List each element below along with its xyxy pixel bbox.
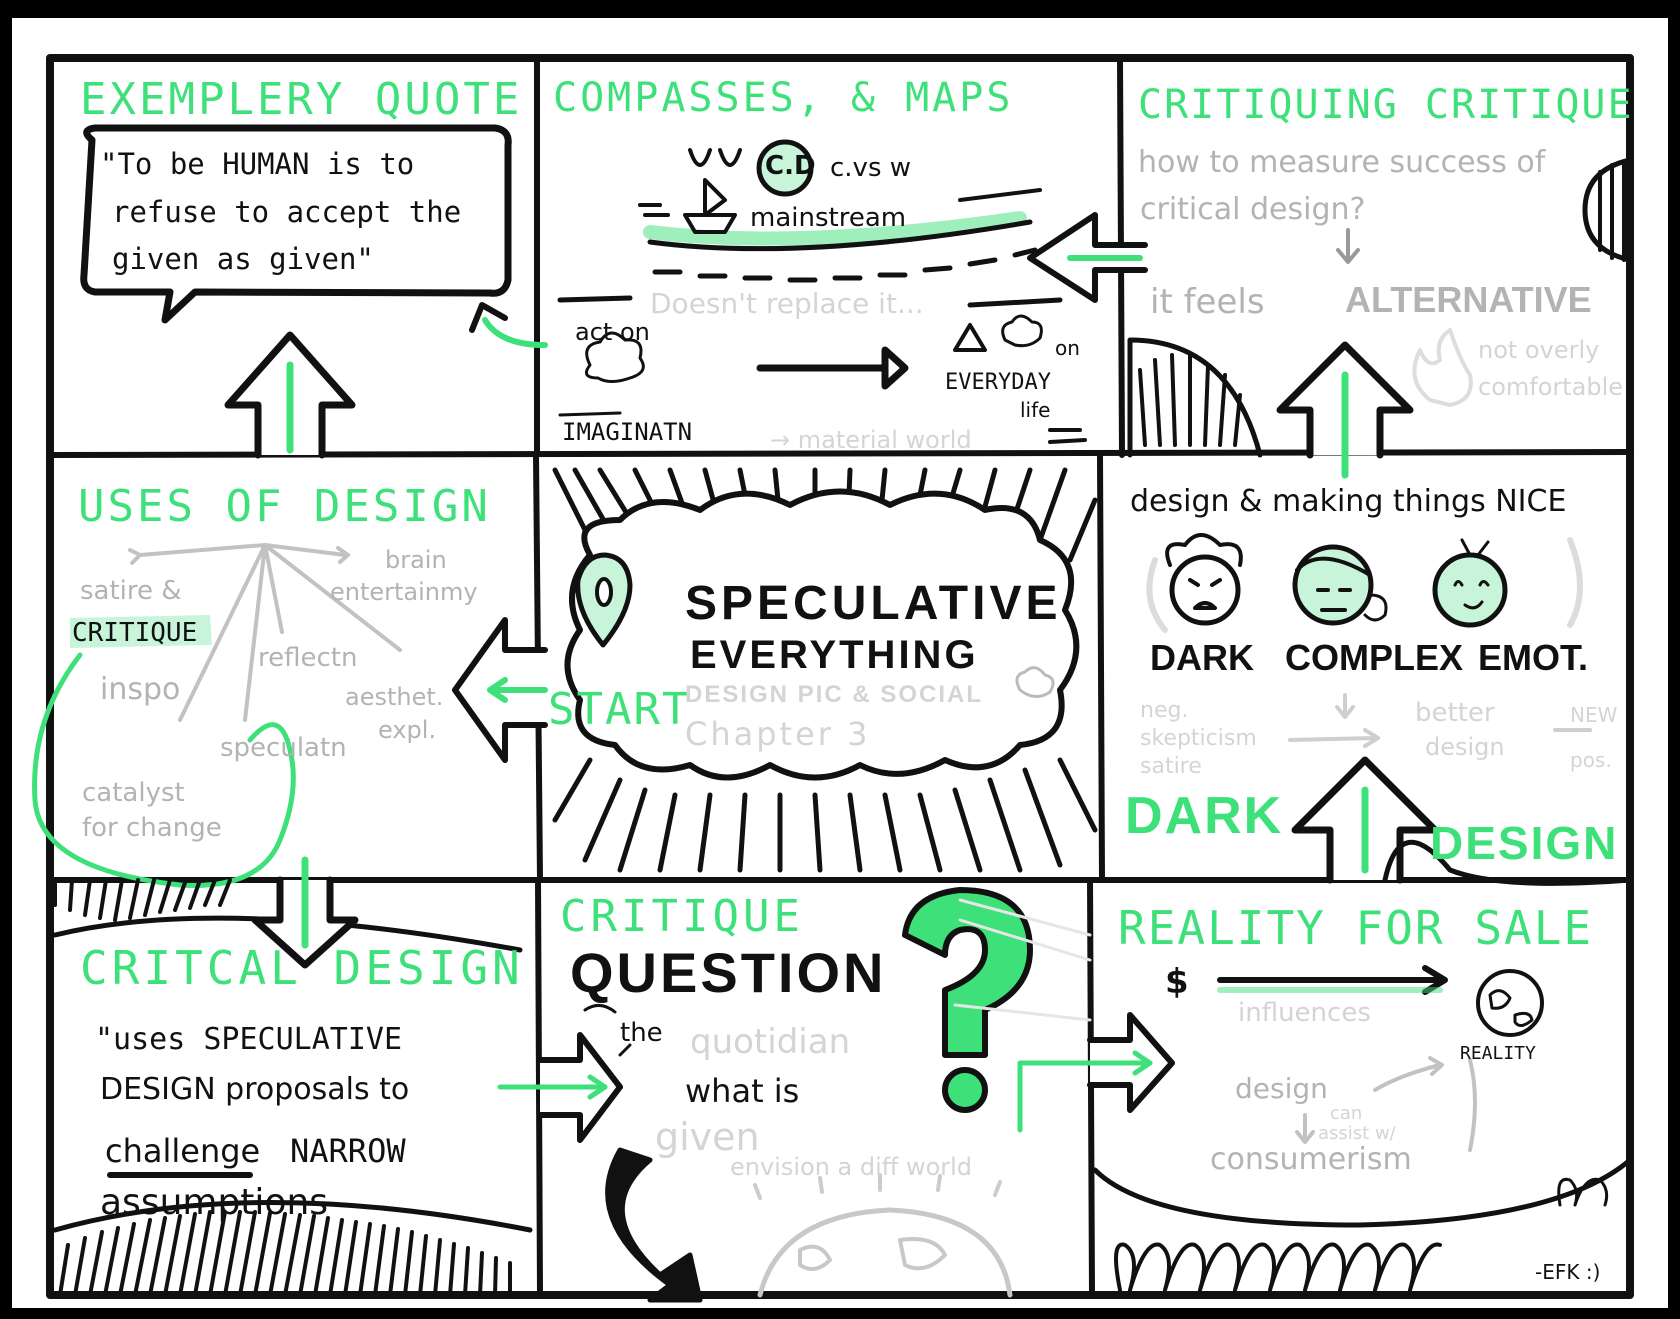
can-assist-label-2: assist w/ [1318, 1123, 1396, 1144]
everyday-label: EVERYDAY [945, 370, 1051, 395]
nice-heading: design & making things NICE [1130, 484, 1567, 519]
inspo-label: inspo [100, 672, 181, 707]
critical-hatch-top [53, 878, 232, 922]
reality-bottom-curve [1092, 1157, 1633, 1228]
given-label: given [655, 1115, 760, 1159]
challenge-label: challenge [105, 1132, 261, 1170]
striped-circle [1582, 157, 1633, 263]
question-label: QUESTION [570, 941, 887, 1004]
not-comfortable-2: comfortable [1478, 373, 1624, 401]
title-line-2: EVERYTHING [690, 633, 979, 677]
critiquing-question-2: critical design? [1140, 192, 1366, 227]
cd-vs-label: c.vs w [830, 153, 912, 183]
on-label: on [1055, 336, 1080, 360]
dark-design-label-1: DARK [1125, 787, 1284, 845]
alternative-label: ALTERNATIVE [1345, 279, 1592, 320]
material-world-label: → material world [770, 426, 972, 454]
reality-label: REALITY [1460, 1043, 1536, 1064]
quote-line-2: refuse to accept the [112, 195, 462, 229]
brain-label: brain [385, 546, 447, 574]
curved-arrow-icon [605, 1147, 703, 1303]
not-comfortable-1: not overly [1478, 336, 1600, 364]
entertainment-label: entertainmy [330, 578, 478, 606]
outer-frame [46, 54, 1634, 1299]
grid-line-v4 [1097, 452, 1105, 883]
the-label: the [620, 1018, 663, 1048]
critique-highlight [70, 615, 212, 648]
critiquing-heading: CRITIQUING CRITIQUE [1138, 82, 1634, 128]
earth-icon [1476, 969, 1544, 1037]
life-label: life [1020, 398, 1051, 422]
angry-face-icon [1169, 554, 1241, 626]
neg-label-3: satire [1140, 754, 1202, 779]
design-label: design [1235, 1072, 1328, 1105]
signature: -EFK :) [1535, 1260, 1601, 1284]
critique-label: CRITIQUE [72, 618, 198, 648]
start-label: START [548, 684, 691, 735]
critiquing-question-1: how to measure success of [1138, 145, 1546, 180]
dark-label: DARK [1150, 637, 1254, 678]
quote-line-3: given as given" [112, 242, 374, 276]
new-label-1: NEW [1570, 703, 1618, 727]
neg-label-1: neg. [1140, 698, 1189, 723]
nice-bottom-curve [1382, 840, 1633, 886]
better-label-2: design [1425, 733, 1505, 761]
dollar-sign: $ [1165, 962, 1189, 1002]
new-label-2: pos. [1570, 748, 1612, 772]
uses-heading: USES OF DESIGN [78, 481, 491, 532]
flame-icon [1412, 328, 1473, 407]
envision-label: envision a diff world [730, 1153, 973, 1181]
uses-tree [138, 543, 402, 722]
influences-label: influences [1238, 998, 1371, 1028]
consumerism-label: consumerism [1210, 1142, 1412, 1177]
center-cloud [564, 488, 1080, 781]
arrow-to-quote [482, 317, 548, 348]
speech-bubble [80, 124, 512, 324]
reflection-label: reflectn [258, 643, 358, 673]
catalyst-label-1: catalyst [82, 778, 185, 808]
complex-label: COMPLEX [1285, 637, 1464, 678]
emot-label: EMOT. [1478, 637, 1589, 678]
quote-line-1: "To be HUMAN is to [100, 147, 415, 181]
loops [1114, 1242, 1442, 1292]
critical-quote-2: DESIGN proposals to [100, 1072, 410, 1107]
satire-label: satire & [80, 576, 182, 606]
boat-icon [683, 178, 737, 234]
chapter-label: Chapter 3 [685, 715, 871, 753]
globe-icon [757, 1207, 1013, 1298]
quotidian-label: quotidian [690, 1022, 851, 1062]
act-on-label: act on [575, 318, 650, 346]
aesthetic-label-2: expl. [378, 716, 437, 744]
can-assist-label-1: can [1330, 1103, 1363, 1124]
what-is-label: what is [685, 1072, 800, 1110]
triangle-icon [953, 323, 987, 352]
question-heading: CRITIQUE [560, 891, 804, 942]
neg-label-2: skepticism [1140, 726, 1257, 751]
quote-heading: EXEMPLERY QUOTE [80, 74, 523, 125]
critical-quote-1: "uses SPECULATIVE [95, 1022, 403, 1057]
happy-face-icon [1432, 552, 1508, 628]
critical-quote-4: assumptions [100, 1182, 329, 1223]
feels-label: it feels [1150, 282, 1265, 322]
cd-label: C.D [765, 151, 816, 181]
title-line-1: SPECULATIVE [685, 577, 1062, 630]
doesnt-replace-label: Doesn't replace it... [650, 287, 924, 320]
critical-heading: CRITCAL DESIGN [80, 941, 524, 995]
narrow-label: NARROW [290, 1132, 406, 1170]
imagination-label: IMAGINATN [562, 418, 693, 446]
subtitle-label: DESIGN PIC & SOCIAL [685, 681, 984, 708]
speculation-label: speculatn [220, 733, 347, 763]
aesthetic-label-1: aesthet. [345, 683, 444, 711]
cloud-icon [584, 331, 645, 383]
better-label-1: better [1415, 698, 1495, 728]
catalyst-label-2: for change [82, 813, 222, 843]
arrow-imagination [756, 346, 909, 390]
reality-heading: REALITY FOR SALE [1118, 901, 1594, 955]
critical-hatch-bottom [58, 1210, 512, 1297]
river [643, 211, 1027, 246]
mainstream-label: mainstream [750, 203, 907, 233]
dark-design-label-2: DESIGN [1430, 817, 1619, 869]
compasses-heading: COMPASSES, & MAPS [553, 75, 1014, 121]
